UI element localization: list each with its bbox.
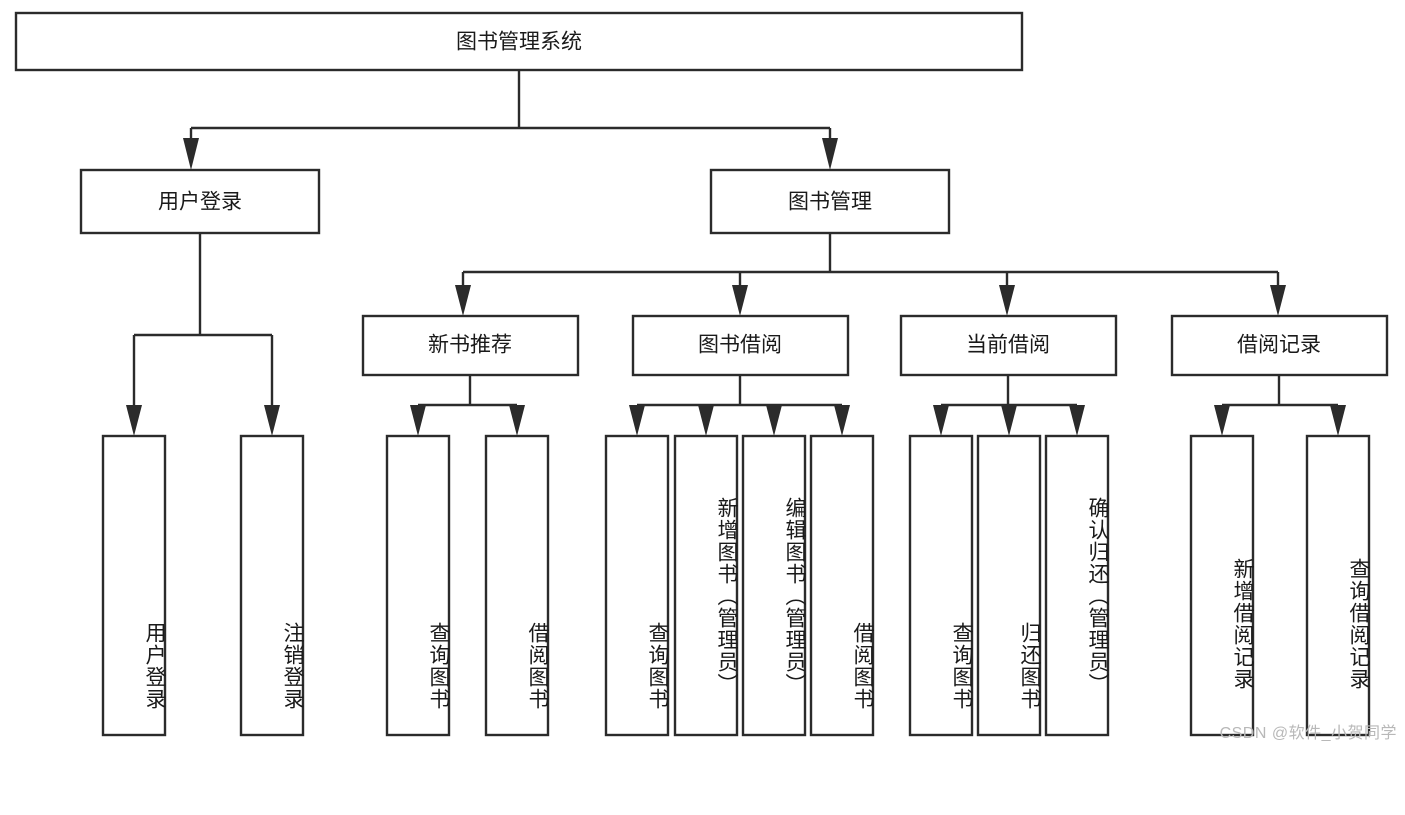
node-box-leaf-confirm-return[interactable] <box>1044 434 1110 737</box>
node-box-leaf-query-book-3[interactable] <box>908 434 974 737</box>
arrow-head-current-borrow <box>999 285 1015 316</box>
arrow-head-leaf-borrow-book-2 <box>834 405 850 436</box>
arrow-head-leaf-query-book-3 <box>933 405 949 436</box>
node-box-user-login[interactable] <box>79 168 321 235</box>
node-box-leaf-add-book[interactable] <box>673 434 739 737</box>
label-borrow-record: 借阅记录 <box>1237 334 1321 357</box>
arrow-head-leaf-edit-book <box>766 405 782 436</box>
node-box-leaf-borrow-book-2[interactable] <box>809 434 875 737</box>
arrow-head-leaf-query-book-2 <box>629 405 645 436</box>
hierarchy-diagram: 图书管理系统 用户登录 图书管理 新书推荐 图书借阅 当前借阅 借阅记录 用户登… <box>14 11 1397 742</box>
connectors-layer <box>126 70 1346 436</box>
node-box-book-borrow[interactable] <box>631 314 850 377</box>
node-box-leaf-user-login[interactable] <box>101 434 167 737</box>
arrow-head-book-borrow <box>732 285 748 316</box>
node-box-leaf-add-record[interactable] <box>1189 434 1255 737</box>
arrow-head-leaf-query-book-1 <box>410 405 426 436</box>
arrow-head-leaf-logout-login <box>264 405 280 436</box>
arrow-head-borrow-record <box>1270 285 1286 316</box>
node-box-leaf-query-book-1[interactable] <box>385 434 451 737</box>
arrow-head-leaf-user-login <box>126 405 142 436</box>
label-root: 图书管理系统 <box>456 31 582 54</box>
node-box-leaf-query-record[interactable] <box>1305 434 1371 737</box>
tree-diagram-svg: 图书管理系统 用户登录 图书管理 新书推荐 图书借阅 当前借阅 借阅记录 <box>14 11 1389 737</box>
arrow-head-user-login <box>183 138 199 170</box>
label-book-borrow: 图书借阅 <box>698 334 782 357</box>
arrow-head-leaf-borrow-book-1 <box>509 405 525 436</box>
node-box-leaf-logout-login[interactable] <box>239 434 305 737</box>
horizontal-labels-layer: 图书管理系统 用户登录 图书管理 新书推荐 图书借阅 当前借阅 借阅记录 <box>158 31 1321 357</box>
label-book-management: 图书管理 <box>788 191 872 214</box>
arrow-head-new-book-recommend <box>455 285 471 316</box>
arrow-head-leaf-add-record <box>1214 405 1230 436</box>
node-box-leaf-query-book-2[interactable] <box>604 434 670 737</box>
arrow-head-leaf-confirm-return <box>1069 405 1085 436</box>
label-user-login: 用户登录 <box>158 191 242 214</box>
label-current-borrow: 当前借阅 <box>966 334 1050 357</box>
node-box-book-management[interactable] <box>709 168 951 235</box>
arrow-head-leaf-query-record <box>1330 405 1346 436</box>
label-new-book-recommend: 新书推荐 <box>428 334 512 357</box>
watermark-text: CSDN @软件_小贺同学 <box>1219 725 1397 742</box>
boxes-layer <box>14 11 1389 737</box>
node-box-borrow-record[interactable] <box>1170 314 1389 377</box>
node-box-current-borrow[interactable] <box>899 314 1118 377</box>
node-box-leaf-edit-book[interactable] <box>741 434 807 737</box>
arrow-head-leaf-add-book <box>698 405 714 436</box>
node-box-new-book-recommend[interactable] <box>361 314 580 377</box>
node-box-leaf-return-book[interactable] <box>976 434 1042 737</box>
node-box-root[interactable] <box>14 11 1024 72</box>
arrow-head-book-management <box>822 138 838 170</box>
node-box-leaf-borrow-book-1[interactable] <box>484 434 550 737</box>
arrow-head-leaf-return-book <box>1001 405 1017 436</box>
